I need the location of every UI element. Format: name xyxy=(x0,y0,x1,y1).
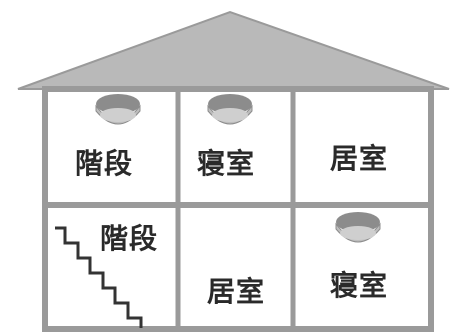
room-label-lower-left: 階段 xyxy=(100,222,159,255)
smoke-detector-icon xyxy=(335,212,381,243)
room-label-lower-middle: 居室 xyxy=(207,275,266,308)
room-label-upper-left: 階段 xyxy=(75,147,134,180)
smoke-detector-icon xyxy=(95,94,141,125)
smoke-detector-icon xyxy=(207,94,253,125)
room-label-upper-middle: 寝室 xyxy=(197,147,256,180)
roof xyxy=(17,10,450,90)
room-label-lower-right: 寝室 xyxy=(330,269,389,302)
staircase-icon xyxy=(55,226,143,328)
room-label-upper-right: 居室 xyxy=(330,142,389,175)
walls xyxy=(42,86,434,332)
